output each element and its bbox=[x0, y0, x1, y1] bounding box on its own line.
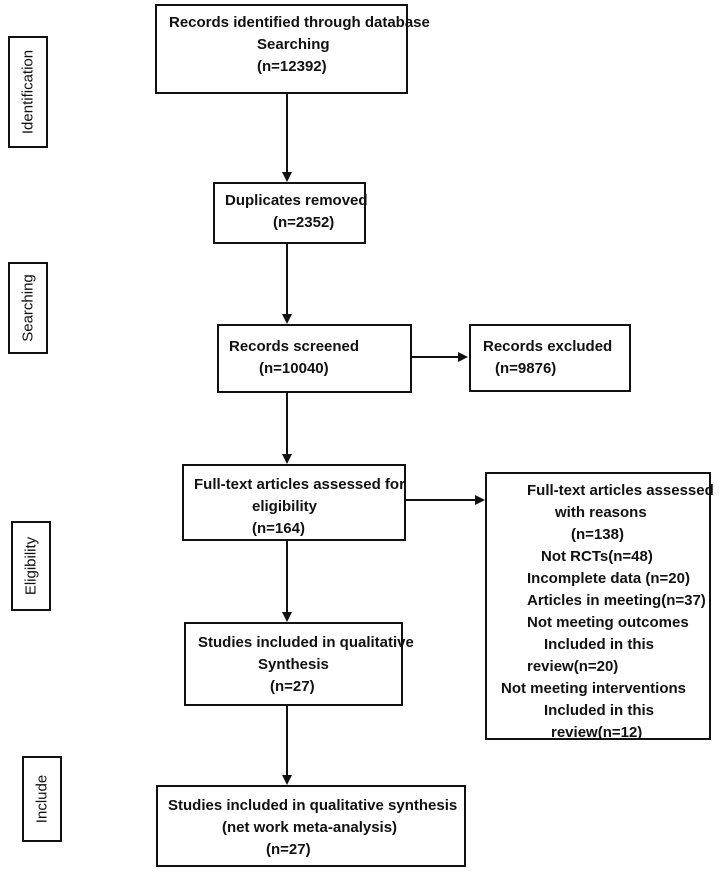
stage-searching: Searching bbox=[8, 262, 48, 354]
stage-eligibility: Eligibility bbox=[11, 521, 51, 611]
meta-analysis-line-2: (net work meta-analysis) bbox=[222, 819, 398, 836]
full-text-assessed-count: (n=164) bbox=[252, 520, 305, 537]
meta-analysis-count: (n=27) bbox=[266, 841, 311, 858]
records-screened-count: (n=10040) bbox=[259, 360, 329, 377]
records-screened-label: Records screened bbox=[229, 338, 360, 355]
excluded-interventions-review: review(n=12) bbox=[551, 724, 643, 741]
stage-include: Include bbox=[22, 756, 62, 842]
box-records-screened: Records screened (n=10040) bbox=[217, 324, 412, 393]
excluded-not-meeting-interventions: Not meeting interventions bbox=[501, 680, 687, 697]
full-text-assessed-line-1: Full-text articles assessed for bbox=[194, 476, 405, 493]
excluded-reasons-count: (n=138) bbox=[571, 526, 624, 543]
box-duplicates-removed: Duplicates removed (n=2352) bbox=[213, 182, 368, 244]
records-identified-count: (n=12392) bbox=[257, 58, 327, 75]
box-full-text-excluded: Full-text articles assessed with reasons… bbox=[485, 472, 714, 741]
full-text-assessed-line-2: eligibility bbox=[252, 498, 318, 515]
excluded-not-rcts: Not RCTs(n=48) bbox=[541, 548, 653, 565]
excluded-not-meeting-outcomes: Not meeting outcomes bbox=[527, 614, 689, 631]
excluded-incomplete-data: Incomplete data (n=20) bbox=[527, 570, 690, 587]
records-excluded-count: (n=9876) bbox=[495, 360, 557, 377]
excluded-articles-meeting: Articles in meeting(n=37) bbox=[527, 592, 706, 609]
excluded-outcomes-review: review(n=20) bbox=[527, 658, 619, 675]
box-network-meta-analysis: Studies included in qualitative synthesi… bbox=[156, 785, 466, 867]
qualitative-line-2: Synthesis bbox=[258, 656, 329, 673]
meta-analysis-line-1: Studies included in qualitative synthesi… bbox=[168, 797, 458, 814]
records-identified-line-1: Records identified through database bbox=[169, 14, 430, 31]
box-records-excluded: Records excluded (n=9876) bbox=[469, 324, 631, 392]
box-qualitative-synthesis: Studies included in qualitative Synthesi… bbox=[184, 622, 414, 706]
excluded-reasons-heading: Full-text articles assessed bbox=[527, 482, 714, 499]
excluded-outcomes-included: Included in this bbox=[544, 636, 655, 653]
records-identified-line-2: Searching bbox=[257, 36, 330, 53]
stage-identification: Identification bbox=[8, 36, 48, 148]
qualitative-count: (n=27) bbox=[270, 678, 315, 695]
duplicates-removed-count: (n=2352) bbox=[273, 214, 335, 231]
qualitative-line-1: Studies included in qualitative bbox=[198, 634, 414, 651]
box-full-text-assessed: Full-text articles assessed for eligibil… bbox=[182, 464, 406, 541]
records-excluded-label: Records excluded bbox=[483, 338, 613, 355]
duplicates-removed-label: Duplicates removed bbox=[225, 192, 368, 209]
excluded-reasons-subheading: with reasons bbox=[555, 504, 647, 521]
box-records-identified: Records identified through database Sear… bbox=[155, 4, 430, 94]
excluded-interventions-included: Included in this bbox=[544, 702, 655, 719]
